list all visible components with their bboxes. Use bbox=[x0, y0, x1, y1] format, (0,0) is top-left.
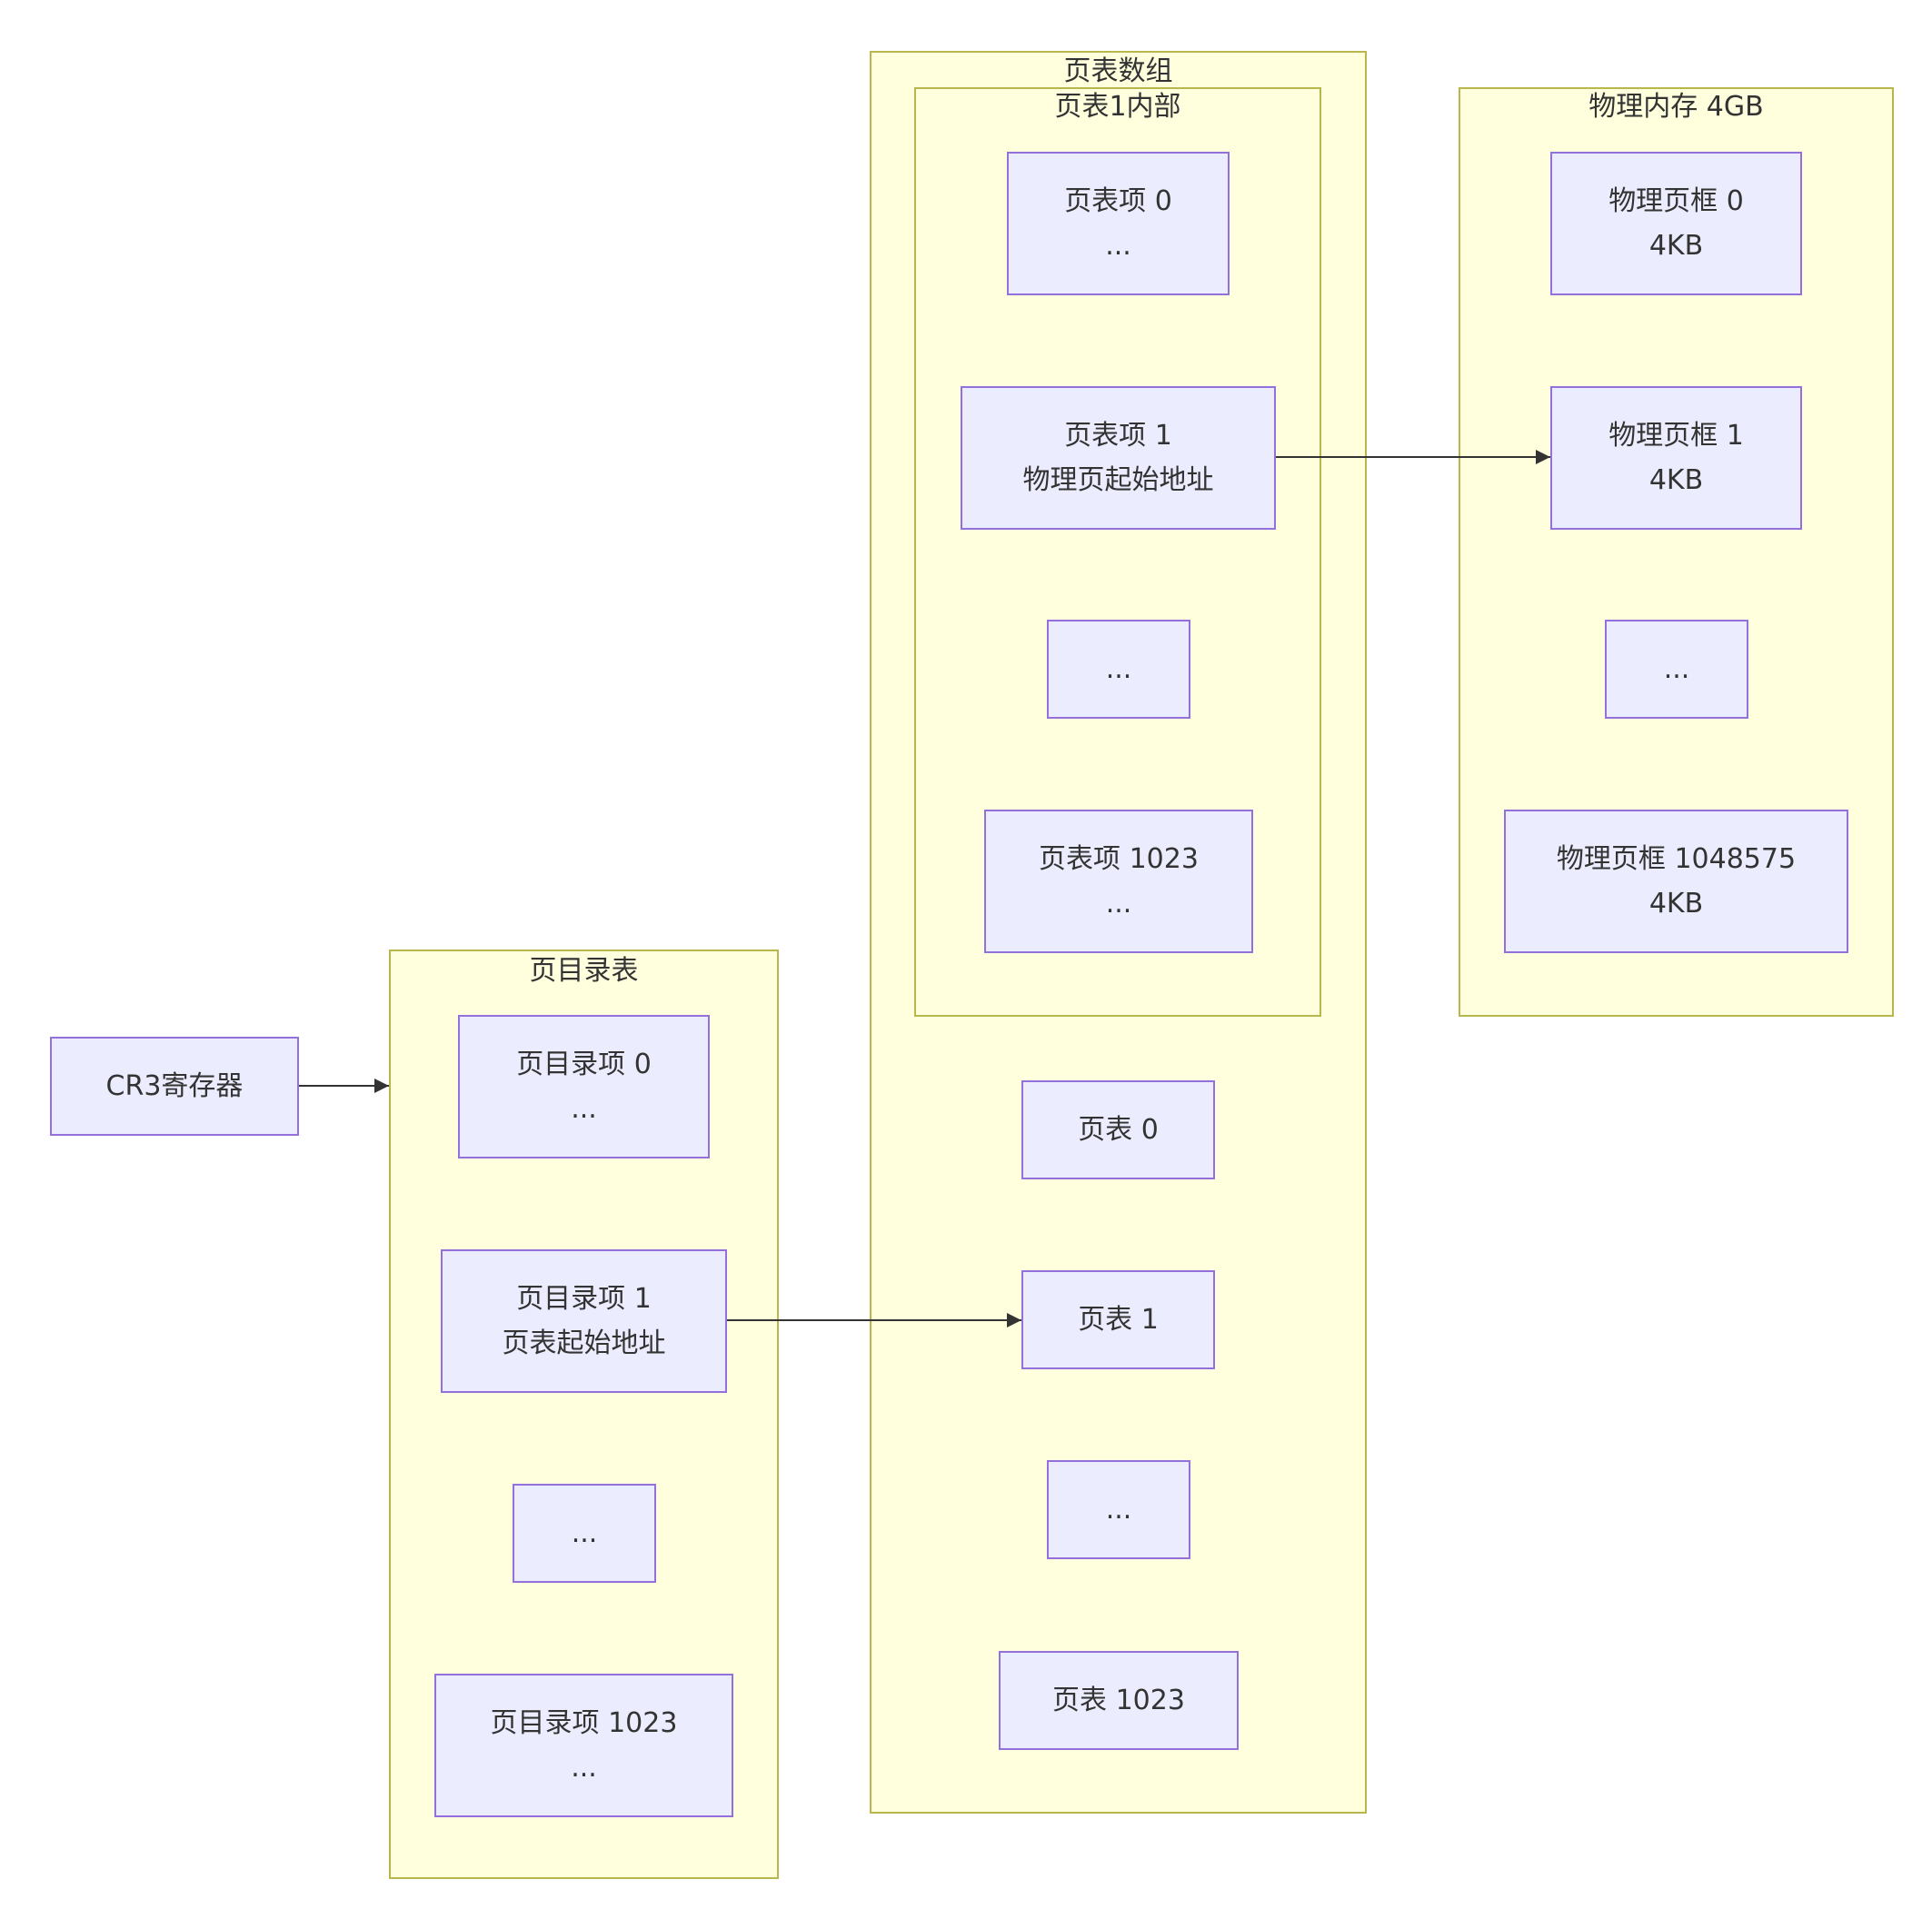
node-label: 4KB bbox=[1648, 230, 1704, 262]
node-label: 页表项 1 bbox=[1064, 420, 1172, 452]
node-label: ... bbox=[1663, 653, 1690, 685]
node-label: ... bbox=[1105, 653, 1132, 685]
page-table-entry-0: 页表项 0 ... bbox=[1007, 152, 1230, 295]
node-label: 页表 1 bbox=[1078, 1304, 1159, 1336]
page-table-0: 页表 0 bbox=[1021, 1080, 1215, 1179]
page-table-1: 页表 1 bbox=[1021, 1270, 1215, 1369]
node-label: ... bbox=[1105, 1494, 1132, 1526]
page-directory-entry-0: 页目录项 0 ... bbox=[458, 1015, 710, 1158]
physical-frame-1: 物理页框 1 4KB bbox=[1550, 386, 1802, 530]
node-label: ... bbox=[1105, 230, 1131, 262]
page-table-entry-1: 页表项 1 物理页起始地址 bbox=[961, 386, 1276, 530]
page-table-entry-ellipsis: ... bbox=[1047, 620, 1190, 719]
cluster-title-physical-memory: 物理内存 4GB bbox=[1588, 91, 1764, 123]
node-label: 物理页框 1 bbox=[1608, 420, 1744, 452]
node-label: 页目录项 1023 bbox=[490, 1707, 678, 1739]
node-label: 4KB bbox=[1648, 888, 1704, 920]
node-label: 页目录项 0 bbox=[516, 1049, 652, 1080]
node-label: ... bbox=[571, 1752, 597, 1784]
physical-frame-1048575: 物理页框 1048575 4KB bbox=[1504, 810, 1848, 953]
page-directory-entry-1023: 页目录项 1023 ... bbox=[434, 1674, 733, 1817]
page-table-ellipsis: ... bbox=[1047, 1460, 1190, 1559]
node-label: 页目录项 1 bbox=[516, 1283, 652, 1315]
page-table-1023: 页表 1023 bbox=[999, 1651, 1239, 1750]
page-directory-entry-ellipsis: ... bbox=[513, 1484, 656, 1583]
node-label: 4KB bbox=[1648, 464, 1704, 496]
node-label: 页表项 0 bbox=[1064, 185, 1172, 217]
node-label: 物理页起始地址 bbox=[1022, 464, 1214, 496]
cr3-register-node: CR3寄存器 bbox=[50, 1037, 299, 1136]
node-label: CR3寄存器 bbox=[105, 1070, 244, 1102]
node-label: ... bbox=[571, 1093, 597, 1125]
node-label: 页表项 1023 bbox=[1039, 843, 1199, 875]
page-directory-entry-1: 页目录项 1 页表起始地址 bbox=[441, 1249, 727, 1393]
physical-frame-0: 物理页框 0 4KB bbox=[1550, 152, 1802, 295]
node-label: 物理页框 1048575 bbox=[1556, 843, 1797, 875]
node-label: 页表起始地址 bbox=[502, 1327, 666, 1359]
cluster-title-page-table-1-internal: 页表1内部 bbox=[1054, 91, 1181, 123]
node-label: ... bbox=[1105, 888, 1132, 920]
node-label: 页表 1023 bbox=[1052, 1685, 1185, 1716]
page-table-entry-1023: 页表项 1023 ... bbox=[984, 810, 1253, 953]
node-label: 页表 0 bbox=[1078, 1114, 1159, 1146]
physical-frame-ellipsis: ... bbox=[1605, 620, 1748, 719]
node-label: 物理页框 0 bbox=[1608, 185, 1744, 217]
cluster-title-page-table-array: 页表数组 bbox=[1063, 55, 1173, 87]
node-label: ... bbox=[571, 1517, 598, 1549]
cluster-title-page-directory: 页目录表 bbox=[529, 955, 639, 987]
